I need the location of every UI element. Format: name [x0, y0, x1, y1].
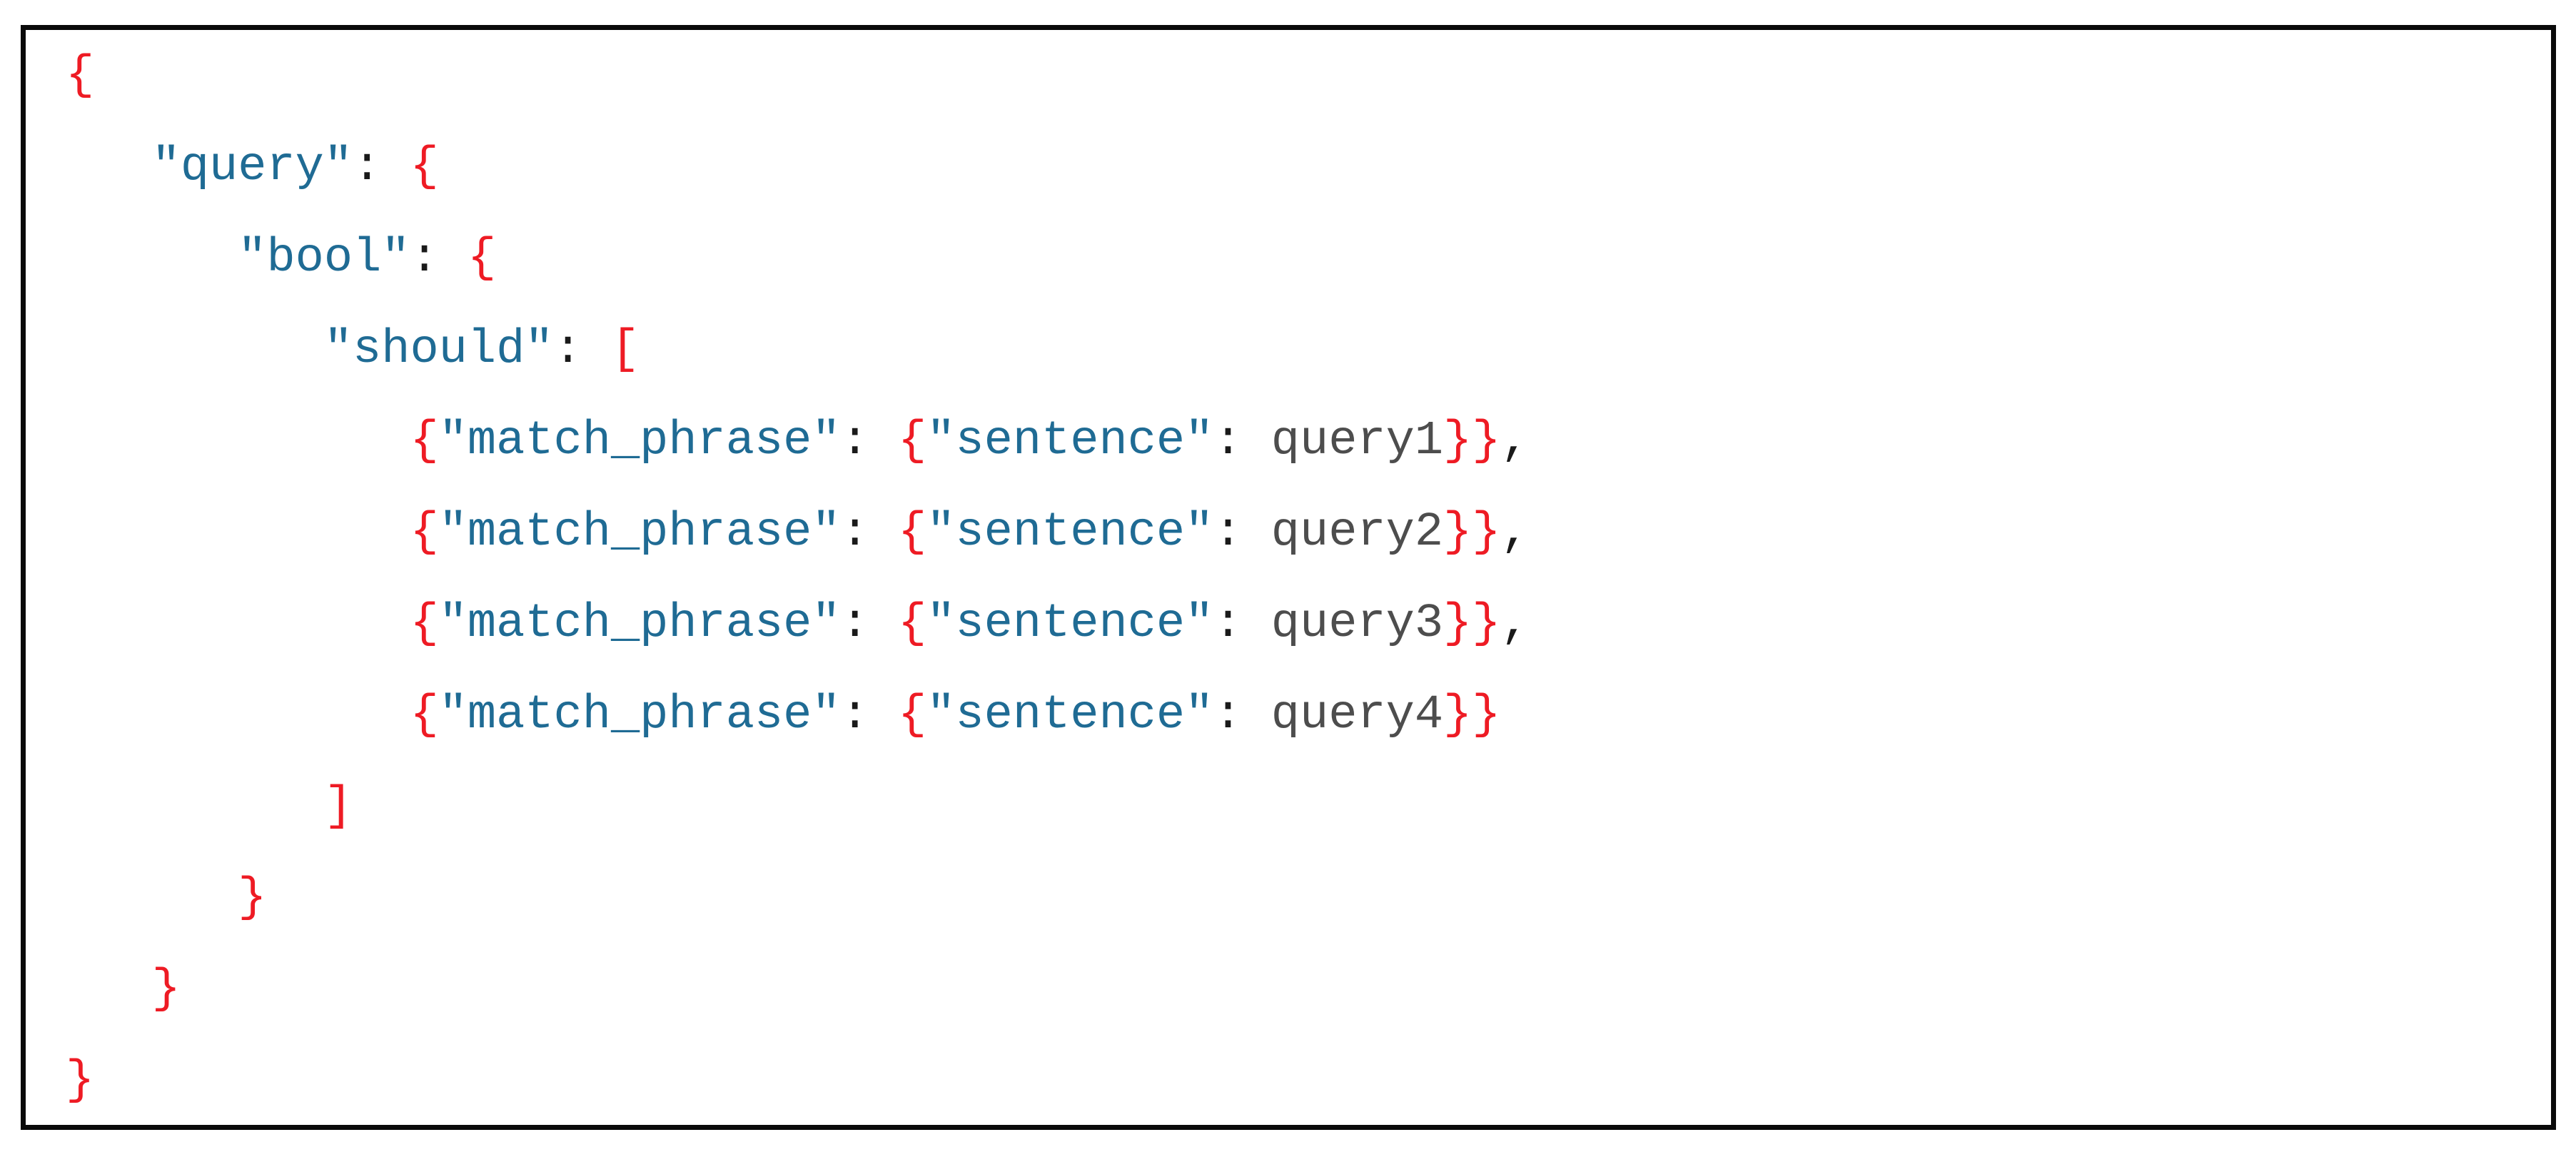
code-token: [869, 505, 898, 560]
code-token: [1243, 505, 1271, 560]
code-token: [66, 779, 324, 834]
code-line: ]: [66, 761, 2551, 852]
code-token: query1: [1271, 414, 1444, 468]
code-token: [381, 140, 410, 194]
code-token: ]: [323, 779, 353, 834]
code-token: [1243, 688, 1271, 742]
code-token: [1243, 597, 1271, 651]
code-token: :: [840, 414, 869, 468]
code-token: {: [898, 597, 927, 651]
code-token: "match_phrase": [438, 505, 841, 560]
code-token: {: [898, 505, 927, 560]
code-token: query3: [1271, 597, 1444, 651]
code-line: {: [66, 30, 2551, 121]
code-token: }: [151, 962, 181, 1016]
code-token: [66, 871, 238, 925]
code-line: }: [66, 944, 2551, 1035]
code-token: {: [410, 505, 439, 560]
code-token: [869, 597, 898, 651]
code-token: [66, 597, 410, 651]
code-token: {: [410, 688, 439, 742]
code-line: }: [66, 852, 2551, 944]
code-line: {"match_phrase": {"sentence": query2}},: [66, 487, 2551, 578]
code-token: :: [553, 323, 582, 377]
code-token: :: [840, 505, 869, 560]
code-token: :: [1213, 688, 1243, 742]
code-token: ,: [1500, 505, 1530, 560]
code-token: "sentence": [926, 505, 1214, 560]
code-token: [869, 414, 898, 468]
code-token: query4: [1271, 688, 1444, 742]
code-token: [66, 505, 410, 560]
code-token: {: [898, 688, 927, 742]
code-token: [66, 140, 152, 194]
code-token: {: [410, 140, 439, 194]
code-token: :: [840, 597, 869, 651]
code-token: [66, 323, 324, 377]
code-block: { "query": { "bool": { "should": [ {"mat…: [26, 30, 2551, 1126]
code-line: "bool": {: [66, 213, 2551, 304]
code-token: }: [238, 871, 267, 925]
code-token: "match_phrase": [438, 414, 841, 468]
code-token: {: [410, 597, 439, 651]
code-token: query2: [1271, 505, 1444, 560]
code-token: {: [410, 414, 439, 468]
code-token: ,: [1500, 597, 1530, 651]
code-token: :: [410, 231, 439, 286]
code-token: [869, 688, 898, 742]
code-token: "sentence": [926, 414, 1214, 468]
code-token: }}: [1443, 505, 1501, 560]
code-token: "query": [151, 140, 353, 194]
code-token: [1243, 414, 1271, 468]
code-token: {: [66, 49, 95, 103]
code-line: "query": {: [66, 121, 2551, 213]
code-token: [66, 962, 152, 1016]
code-line: {"match_phrase": {"sentence": query1}},: [66, 395, 2551, 487]
code-token: "should": [323, 323, 554, 377]
code-token: "sentence": [926, 688, 1214, 742]
code-token: [: [610, 323, 640, 377]
code-token: }}: [1443, 688, 1501, 742]
code-token: ,: [1500, 414, 1530, 468]
code-token: {: [467, 231, 497, 286]
code-token: {: [898, 414, 927, 468]
code-line: }: [66, 1035, 2551, 1126]
code-token: "match_phrase": [438, 688, 841, 742]
code-token: "sentence": [926, 597, 1214, 651]
code-token: :: [1213, 505, 1243, 560]
code-line: "should": [: [66, 304, 2551, 395]
code-token: :: [1213, 414, 1243, 468]
code-token: [66, 688, 410, 742]
code-token: }}: [1443, 597, 1501, 651]
code-line: {"match_phrase": {"sentence": query4}}: [66, 670, 2551, 761]
code-token: [66, 414, 410, 468]
code-box: { "query": { "bool": { "should": [ {"mat…: [21, 25, 2556, 1130]
code-token: }}: [1443, 414, 1501, 468]
code-token: [582, 323, 611, 377]
code-token: [439, 231, 468, 286]
code-token: }: [66, 1054, 95, 1108]
code-line: {"match_phrase": {"sentence": query3}},: [66, 578, 2551, 670]
code-token: :: [840, 688, 869, 742]
code-token: :: [353, 140, 382, 194]
code-token: [66, 231, 238, 286]
code-token: :: [1213, 597, 1243, 651]
code-token: "match_phrase": [438, 597, 841, 651]
code-token: "bool": [238, 231, 410, 286]
